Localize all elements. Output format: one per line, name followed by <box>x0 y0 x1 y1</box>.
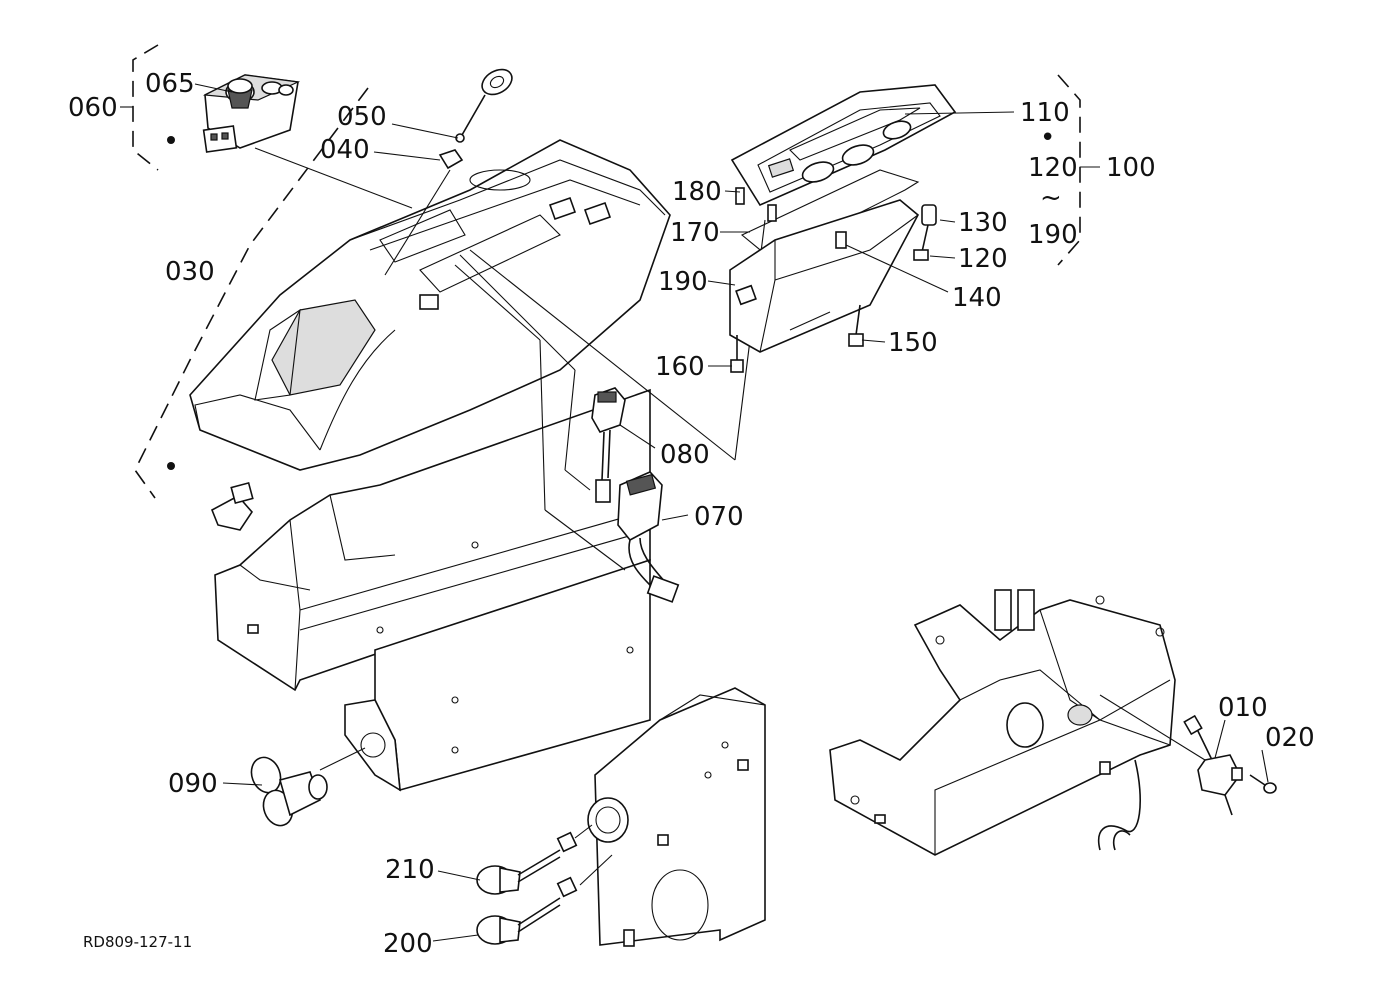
grommet-plate <box>587 797 629 843</box>
bezel-110 <box>730 84 957 207</box>
bracket-060-group <box>132 44 159 171</box>
label-separator-dot: • <box>1040 123 1055 153</box>
label-050: 050 <box>337 102 387 132</box>
label-170: 170 <box>670 218 720 248</box>
pedal-bracket-assembly <box>829 589 1176 856</box>
boss-140 <box>835 231 847 249</box>
label-060: 060 <box>68 93 118 123</box>
screw-120 <box>913 224 929 261</box>
label-140: 140 <box>952 283 1002 313</box>
housing-190 <box>729 199 920 353</box>
switch-070 <box>617 471 680 603</box>
diagram-code: RD809-127-11 <box>83 933 192 951</box>
label-190-range-end: 190 <box>1028 220 1078 250</box>
clip-180 <box>735 187 777 222</box>
label-020: 020 <box>1265 723 1315 753</box>
bullet-060 <box>167 136 175 144</box>
label-180: 180 <box>672 177 722 207</box>
label-120: 120 <box>958 244 1008 274</box>
cable-200 <box>476 876 578 945</box>
label-120-range-start: 120 <box>1028 153 1078 183</box>
bracket-030-group <box>134 87 369 499</box>
sensor-010 <box>1183 714 1243 816</box>
label-200: 200 <box>383 929 433 959</box>
socket-090 <box>250 756 328 827</box>
label-150: 150 <box>888 328 938 358</box>
label-065: 065 <box>145 69 195 99</box>
label-110: 110 <box>1020 98 1070 128</box>
label-190: 190 <box>658 267 708 297</box>
label-090: 090 <box>168 769 218 799</box>
label-100: 100 <box>1106 153 1156 183</box>
label-040: 040 <box>320 135 370 165</box>
leader-lines <box>120 83 1269 942</box>
bracket-100-group <box>1057 74 1081 266</box>
switch-080 <box>591 387 626 503</box>
label-210: 210 <box>385 855 435 885</box>
label-separator-tilde: ~ <box>1040 183 1062 213</box>
main-frame <box>214 388 651 792</box>
lower-plate <box>594 687 766 947</box>
label-010: 010 <box>1218 693 1268 723</box>
label-080: 080 <box>660 440 710 470</box>
nut-040 <box>438 149 464 170</box>
bullet-030 <box>167 462 175 470</box>
label-070: 070 <box>694 502 744 532</box>
screw-020 <box>1249 774 1277 794</box>
label-130: 130 <box>958 208 1008 238</box>
cable-210 <box>476 831 578 895</box>
collar-130 <box>921 204 937 226</box>
knob-065 <box>225 78 255 109</box>
key-050 <box>455 68 513 143</box>
label-030: 030 <box>165 257 215 287</box>
grommet-030 <box>210 481 254 531</box>
label-160: 160 <box>655 352 705 382</box>
